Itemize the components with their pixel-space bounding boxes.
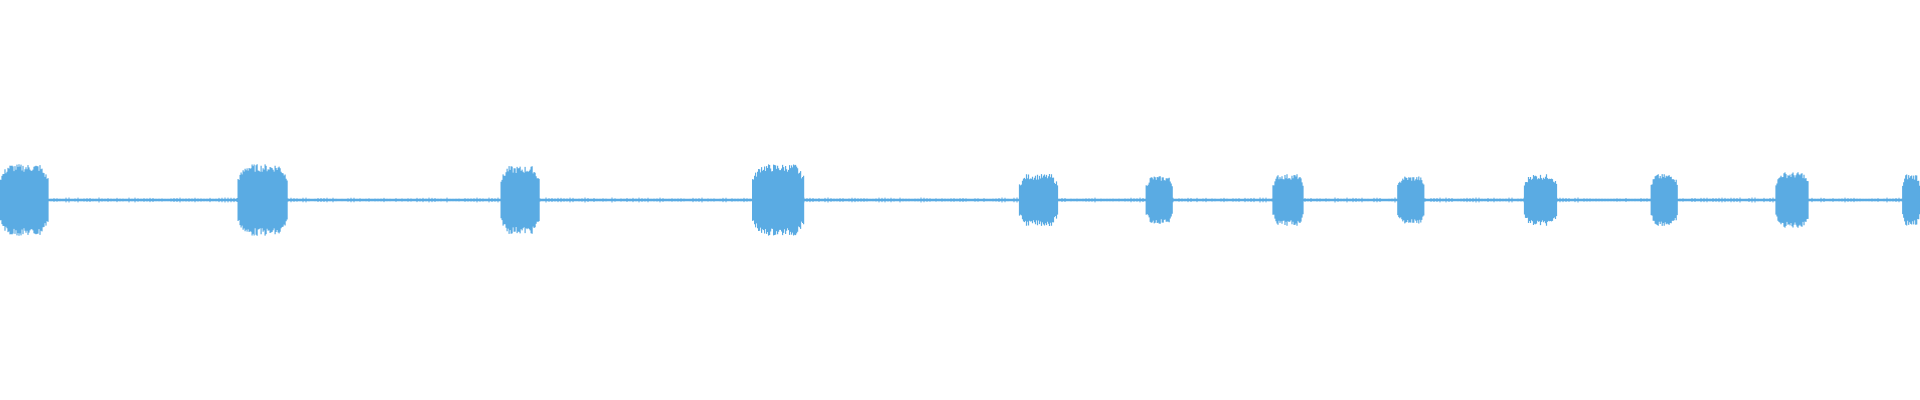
waveform-segment <box>237 164 288 236</box>
waveform-segment <box>752 164 805 236</box>
waveform-segment <box>1397 176 1425 224</box>
waveform-segment <box>0 164 49 236</box>
waveform-segment <box>1650 174 1678 226</box>
waveform-segment <box>1902 174 1920 226</box>
waveform-segment <box>1018 174 1059 226</box>
waveform-segment <box>1272 174 1304 226</box>
waveform-segments <box>0 164 1920 236</box>
waveform-segment <box>500 166 540 234</box>
waveform-segment <box>1775 172 1809 228</box>
waveform-segment <box>1523 174 1558 226</box>
waveform-segment <box>1145 176 1173 224</box>
